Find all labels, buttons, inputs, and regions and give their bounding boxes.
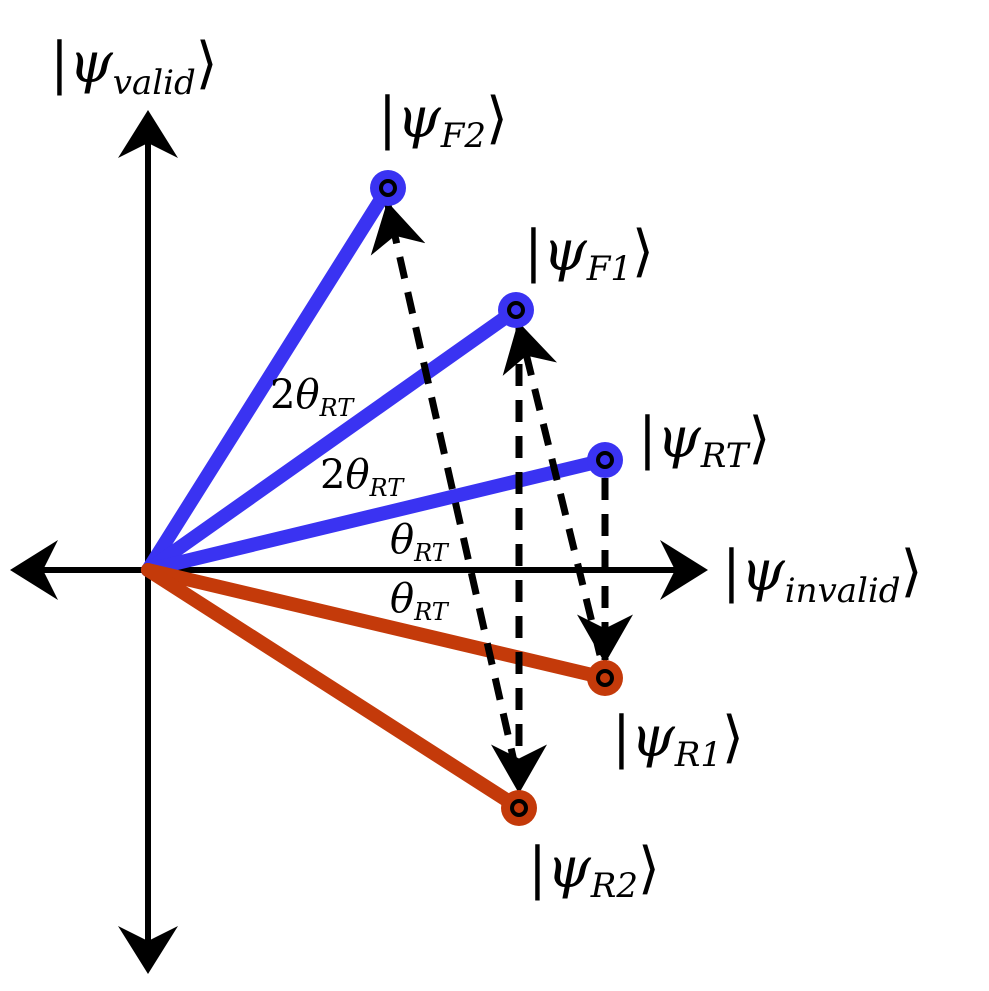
vector-r2 bbox=[141, 563, 526, 815]
vector-f2 bbox=[141, 181, 395, 577]
vector-r1 bbox=[141, 563, 612, 685]
vector-f1 bbox=[141, 303, 523, 577]
endpoint-r2 bbox=[501, 790, 537, 826]
endpoint-rt bbox=[587, 442, 623, 478]
label-state-rt: |ψRT⟩ bbox=[638, 406, 770, 476]
endpoint-f2 bbox=[370, 170, 406, 206]
label-invalid-axis: |ψinvalid⟩ bbox=[722, 539, 922, 611]
projection-r1-f1 bbox=[502, 321, 604, 656]
endpoint-r1 bbox=[587, 660, 623, 696]
endpoint-f1 bbox=[498, 292, 534, 328]
vector-rt bbox=[141, 453, 612, 577]
label-angle-2theta-upper: 2θRT bbox=[270, 372, 355, 422]
projections bbox=[370, 201, 633, 794]
state-vectors bbox=[141, 181, 612, 815]
label-angle-theta-below: θRT bbox=[390, 576, 450, 626]
label-state-r2: |ψR2⟩ bbox=[528, 836, 660, 906]
endpoints bbox=[370, 170, 623, 826]
label-state-r1: |ψR1⟩ bbox=[612, 705, 744, 775]
label-valid-axis: |ψvalid⟩ bbox=[50, 31, 218, 103]
label-angle-2theta-lower: 2θRT bbox=[320, 452, 405, 502]
axes bbox=[10, 110, 708, 974]
label-state-f1: |ψF1⟩ bbox=[524, 219, 654, 289]
label-angle-theta-above: θRT bbox=[390, 517, 450, 567]
projection-f2-r2 bbox=[370, 201, 520, 771]
label-state-f2: |ψF2⟩ bbox=[378, 86, 508, 156]
